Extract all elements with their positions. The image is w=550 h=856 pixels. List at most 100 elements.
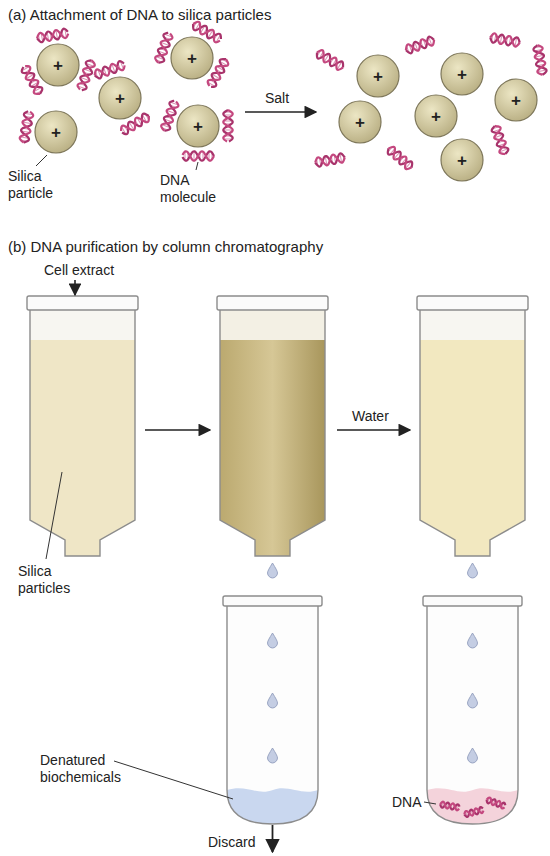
dna-helix [404,35,436,55]
part-label: Silica particle [8,168,70,202]
collection-tube [223,596,322,824]
part-label: Salt [265,90,289,107]
particle-circle [415,95,457,137]
dna-helix [223,110,233,142]
column [27,296,138,556]
silica-particle: + [36,43,80,87]
column-part [30,340,135,556]
particle-circle [177,105,219,147]
collection-tube-part [468,693,478,708]
charge-sign: + [457,66,467,83]
dna-helix-part [533,44,547,75]
collection-tube-part [227,788,318,824]
dna-helix-part [490,124,509,155]
collection-tube-part [227,606,318,824]
charge-sign: + [373,68,383,85]
leader-line [196,162,198,170]
column-part [268,563,278,578]
particle-circle [171,37,213,79]
column-part [468,563,478,578]
dna-helix-part [489,33,520,47]
particle-circle [99,77,141,119]
column-part [220,310,325,340]
column [217,296,328,578]
column [417,296,528,578]
collection-tube-part [468,633,478,648]
collection-tube-part [427,606,518,824]
dna-helix-part [314,153,345,167]
dna-helix-part [440,801,460,810]
dna-helix [532,44,547,75]
part-label: Cell extract [44,262,114,279]
charge-sign: + [53,57,63,74]
collection-tube-part [268,748,278,763]
column-part [420,340,525,556]
charge-sign: + [115,90,125,107]
particle-circle [35,111,77,153]
discard-arrow [272,825,274,852]
collection-tube-part [227,606,318,824]
column-part [420,310,525,556]
charge-sign: + [187,50,197,67]
silica-particle: + [170,36,214,80]
dna-helix-part [314,153,345,167]
dna-helix-part [404,35,435,54]
silica-particle: + [98,76,142,120]
part-label: Silica particles [18,563,88,597]
section-heading: (b) DNA purification by column chromatog… [8,238,323,255]
particle-circle [339,101,381,143]
dna-helix-part [386,145,415,171]
dna-helix [314,152,345,167]
dna-helix [490,124,510,156]
charge-sign: + [511,92,521,109]
column-part [420,310,525,340]
dna-helix [19,111,34,144]
part-label: Water [352,408,389,425]
column-part [217,296,328,310]
dna-helix-part [489,33,520,47]
leader-line [36,155,47,166]
dna-helix-part [315,48,346,71]
particle-circle [441,139,483,181]
part-label: Discard [208,834,255,851]
dna-helix-part [315,48,346,71]
leader-line [114,761,233,799]
particle-circle [495,79,537,121]
silica-particle: + [414,94,458,138]
column-part [27,296,138,310]
dna-helix-part [464,807,484,818]
collection-tube-part [268,693,278,708]
dna-helix [36,28,69,43]
dna-helix [489,32,520,47]
part-label: Denatured biochemicals [40,752,140,786]
dna-helix-part [36,28,69,43]
collection-tube-part [268,633,278,648]
dna-helix-part [223,110,232,142]
dna-helix-part [19,111,34,144]
column-part [30,310,135,556]
dna-helix [385,145,414,172]
charge-sign: + [51,124,61,141]
silica-particle: + [338,100,382,144]
column-part [220,310,325,556]
particle-circle [357,55,399,97]
dna-helices [19,20,548,818]
dna-helix [463,806,484,817]
particle-circle [37,44,79,86]
dna-helix-part [19,111,34,144]
silica-particle: + [440,138,484,182]
collection-tube-part [423,596,522,606]
dna-helix [183,151,215,161]
dna-helix-part [490,124,509,155]
dna-helix-part [183,151,215,160]
dna-helix-part [486,797,506,809]
column-part [30,310,135,340]
silica-particle: + [356,54,400,98]
dna-helix-part [533,44,547,75]
cell-extract-arrow [74,280,76,295]
charge-sign: + [355,114,365,131]
leader-line [424,802,436,804]
silica-particle: + [494,78,538,122]
